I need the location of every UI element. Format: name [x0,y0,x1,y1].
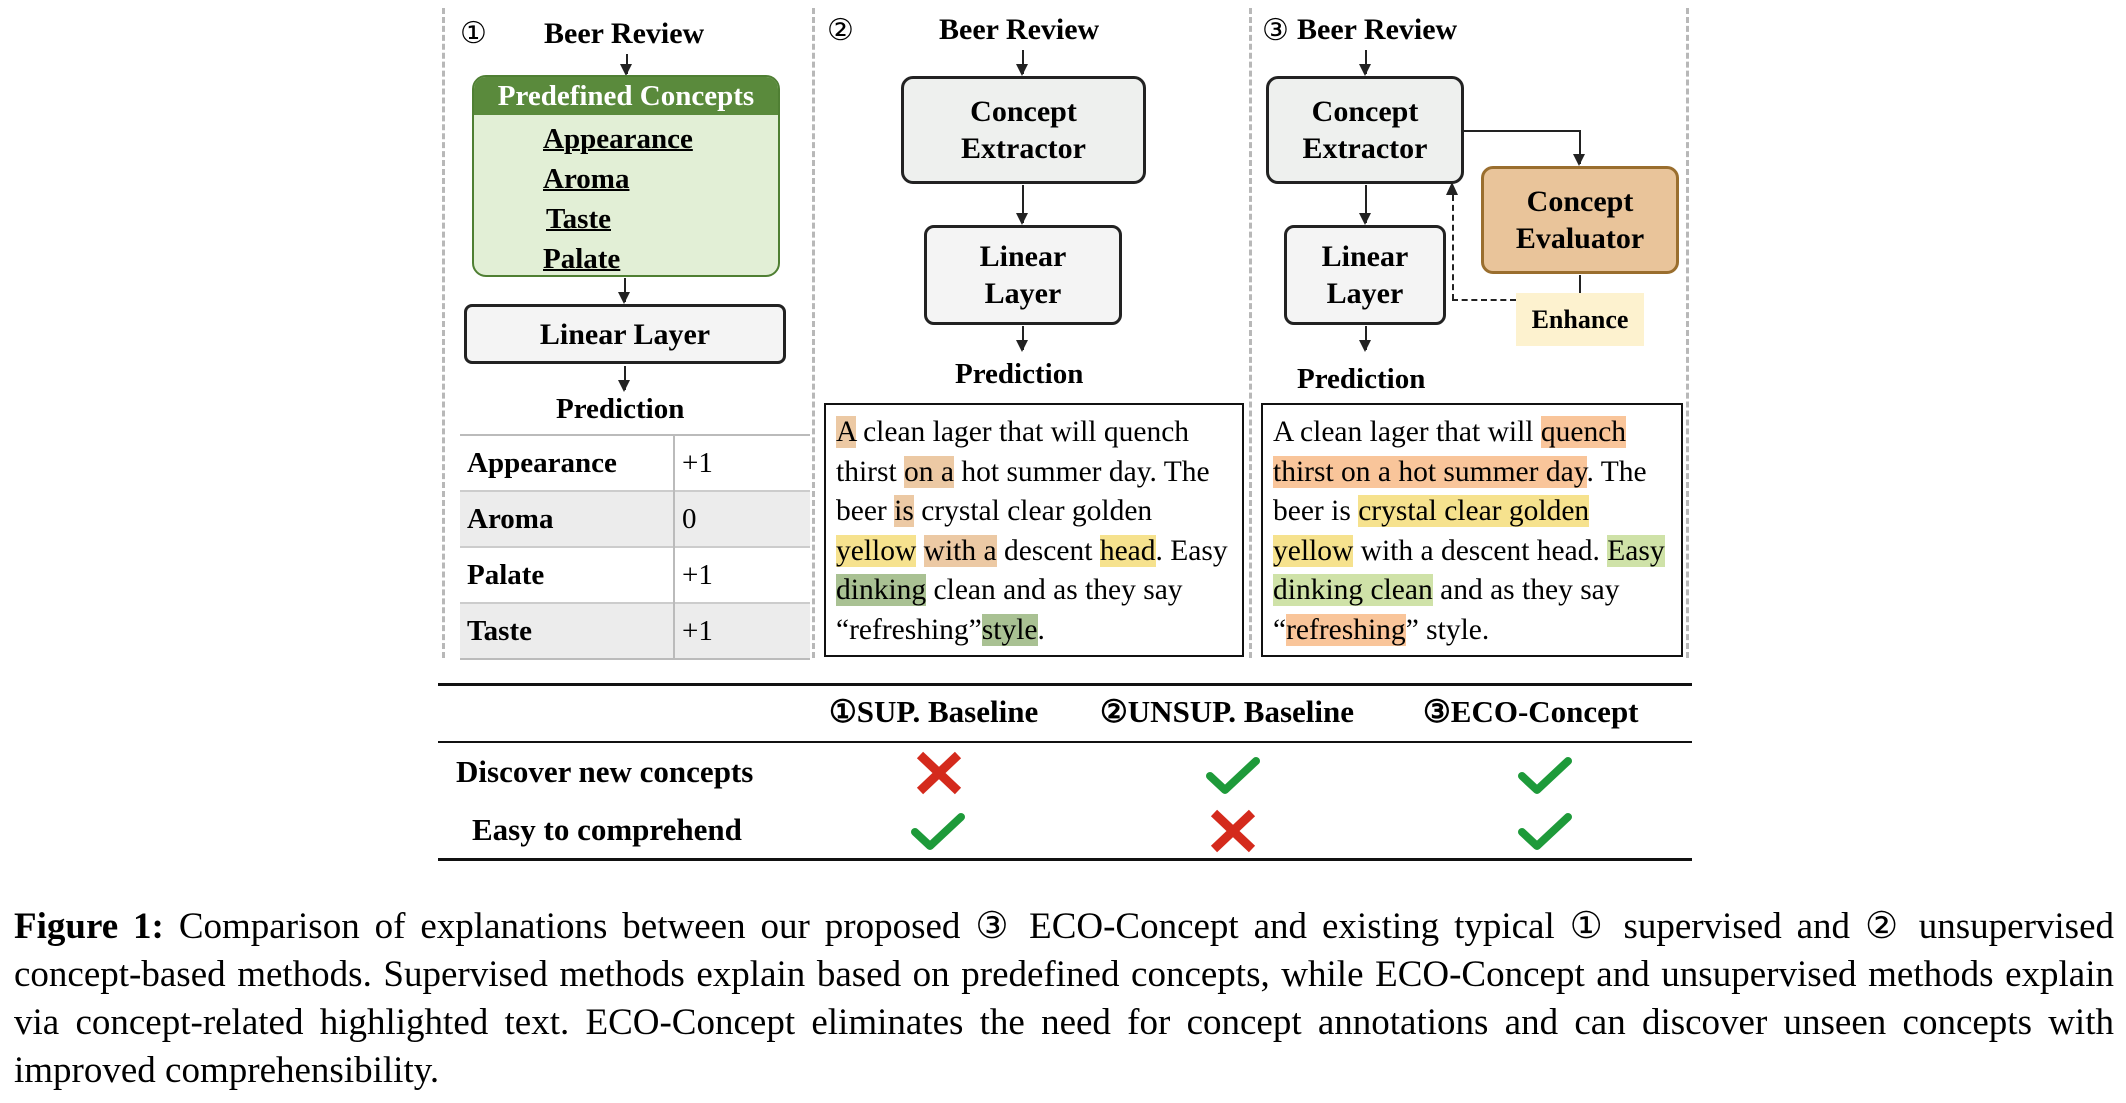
figure-caption: Figure 1: Comparison of explanations bet… [14,903,2114,1095]
panel-divider [442,8,445,658]
connector-line [1579,275,1581,293]
table-cell-concept: Aroma [460,491,675,547]
connector-line [1464,130,1580,132]
enhance-label: Enhance [1516,293,1644,346]
table-rule [438,683,1692,686]
row-label-discover: Discover new concepts [456,754,754,789]
panel-title: Beer Review [1297,13,1458,46]
table-row: Appearance +1 [460,435,810,491]
concept-appearance: Appearance [543,123,693,155]
table-cell-concept: Palate [460,547,675,603]
arrow-down-icon [1359,185,1371,225]
concept-extractor-label: Concept Extractor [961,95,1086,165]
table-row: Taste +1 [460,603,810,659]
highlighted-review-text: A clean lager that will quench thirst on… [1261,403,1683,657]
linear-layer-label: Linear Layer [539,317,711,351]
feedback-dashed-line [1452,299,1516,301]
linear-layer-label: Linear Layer [1321,240,1409,310]
panel-divider [1686,8,1689,658]
arrow-down-icon [1016,185,1028,225]
arrow-down-icon [1359,50,1371,76]
check-icon [1206,756,1260,796]
panel-number: ② [827,14,854,47]
linear-layer-box: Linear Layer [1284,225,1446,325]
table-row: Palate +1 [460,547,810,603]
check-icon [1518,756,1572,796]
predefined-concepts-header: Predefined Concepts [474,77,778,115]
table-rule [438,858,1692,861]
table-row: Aroma 0 [460,491,810,547]
predefined-concepts-box: Predefined Concepts Appearance Aroma Tas… [472,75,780,277]
arrow-down-icon [620,54,632,76]
arrow-down-icon [1016,326,1028,352]
feedback-dashed-line [1452,195,1454,300]
arrow-down-icon [618,278,630,304]
header-eco-concept: ③ECO-Concept [1423,694,1639,729]
concept-taste: Taste [546,203,611,235]
panel-title: Beer Review [544,17,705,50]
concept-evaluator-box: Concept Evaluator [1481,166,1679,274]
concept-extractor-label: Concept Extractor [1302,95,1428,165]
arrow-down-icon [1359,326,1371,352]
caption-text: Comparison of explanations between our p… [14,906,2114,1091]
concept-extractor-box: Concept Extractor [1266,76,1464,184]
table-cell-value: +1 [682,446,713,479]
table-rule [438,741,1692,743]
highlighted-review-text: A clean lager that will quench thirst on… [824,403,1244,657]
arrow-up-icon [1446,182,1458,195]
panel-divider [1249,8,1252,658]
prediction-label: Prediction [1297,363,1426,395]
table-cell-value: +1 [682,614,713,647]
concept-aroma: Aroma [543,163,630,195]
concept-evaluator-label: Concept Evaluator [1515,185,1645,255]
cross-icon [914,750,964,796]
arrow-down-icon [1016,50,1028,76]
panel-number: ① [460,17,487,50]
cross-icon [1208,808,1258,854]
linear-layer-box: Linear Layer [464,304,786,364]
check-icon [1518,812,1572,852]
panel-divider [812,8,815,658]
table-cell-concept: Appearance [460,435,675,491]
arrow-down-icon [1573,130,1585,166]
header-unsup-baseline: ②UNSUP. Baseline [1100,694,1355,729]
caption-label: Figure 1: [14,906,164,947]
prediction-label: Prediction [556,393,685,425]
check-icon [911,812,965,852]
panel-title: Beer Review [939,13,1100,46]
linear-layer-box: Linear Layer [924,225,1122,325]
arrow-down-icon [618,366,630,392]
linear-layer-label: Linear Layer [979,240,1067,310]
panel-number: ③ [1262,14,1289,47]
row-label-comprehend: Easy to comprehend [472,812,742,847]
table-cell-value: +1 [682,558,713,591]
concept-palate: Palate [543,243,621,275]
concept-extractor-box: Concept Extractor [901,76,1146,184]
table-cell-value: 0 [682,502,697,535]
prediction-label: Prediction [955,358,1084,390]
table-cell-concept: Taste [460,603,675,659]
prediction-table: Appearance +1 Aroma 0 Palate +1 Taste +1 [460,434,810,660]
header-sup-baseline: ①SUP. Baseline [829,694,1039,729]
